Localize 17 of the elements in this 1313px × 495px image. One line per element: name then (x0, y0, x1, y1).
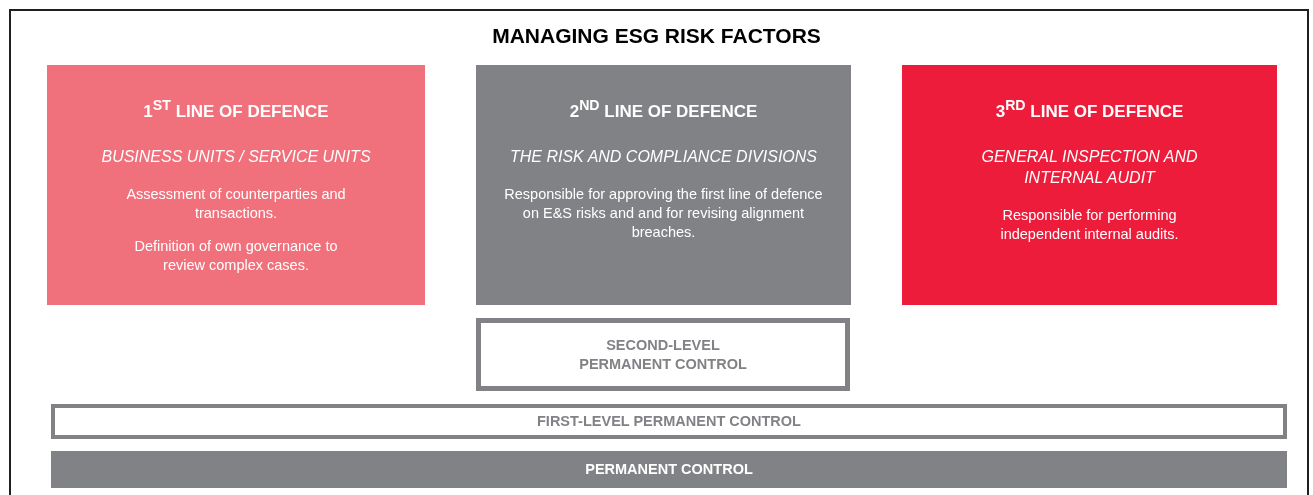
card-heading: 3$^{RD}$ LINE OF DEFENCE (995, 97, 1184, 122)
defence-line-card (47, 65, 425, 305)
control-band: FIRST-LEVEL PERMANENT CONTROL (51, 404, 1287, 439)
card-heading: 2$^{ND}$ LINE OF DEFENCE (569, 97, 758, 122)
defence-line-card (902, 65, 1277, 305)
card-subheading: GENERAL INSPECTION AND INTERNAL AUDIT (980, 146, 1199, 188)
diagram-title: MANAGING ESG RISK FACTORS (492, 24, 821, 48)
control-band: PERMANENT CONTROL (51, 451, 1287, 488)
card-subheading: THE RISK AND COMPLIANCE DIVISIONS (510, 146, 817, 167)
card-heading: 1$^{ST}$ LINE OF DEFENCE (143, 97, 329, 122)
card-description: Definition of own governance to review complex cases. (133, 236, 339, 275)
card-subheading: BUSINESS UNITS / SERVICE UNITS (101, 146, 371, 167)
card-description: Assessment of counterparties and transactions. (125, 184, 347, 223)
card-description: Responsible for approving the first line of defence on E&S risks and and for revising alignment breaches. (503, 184, 824, 242)
card-description: Responsible for performing independent internal audits. (999, 205, 1180, 244)
defence-line-card (476, 65, 851, 305)
control-band: SECOND-LEVEL PERMANENT CONTROL (476, 318, 850, 391)
